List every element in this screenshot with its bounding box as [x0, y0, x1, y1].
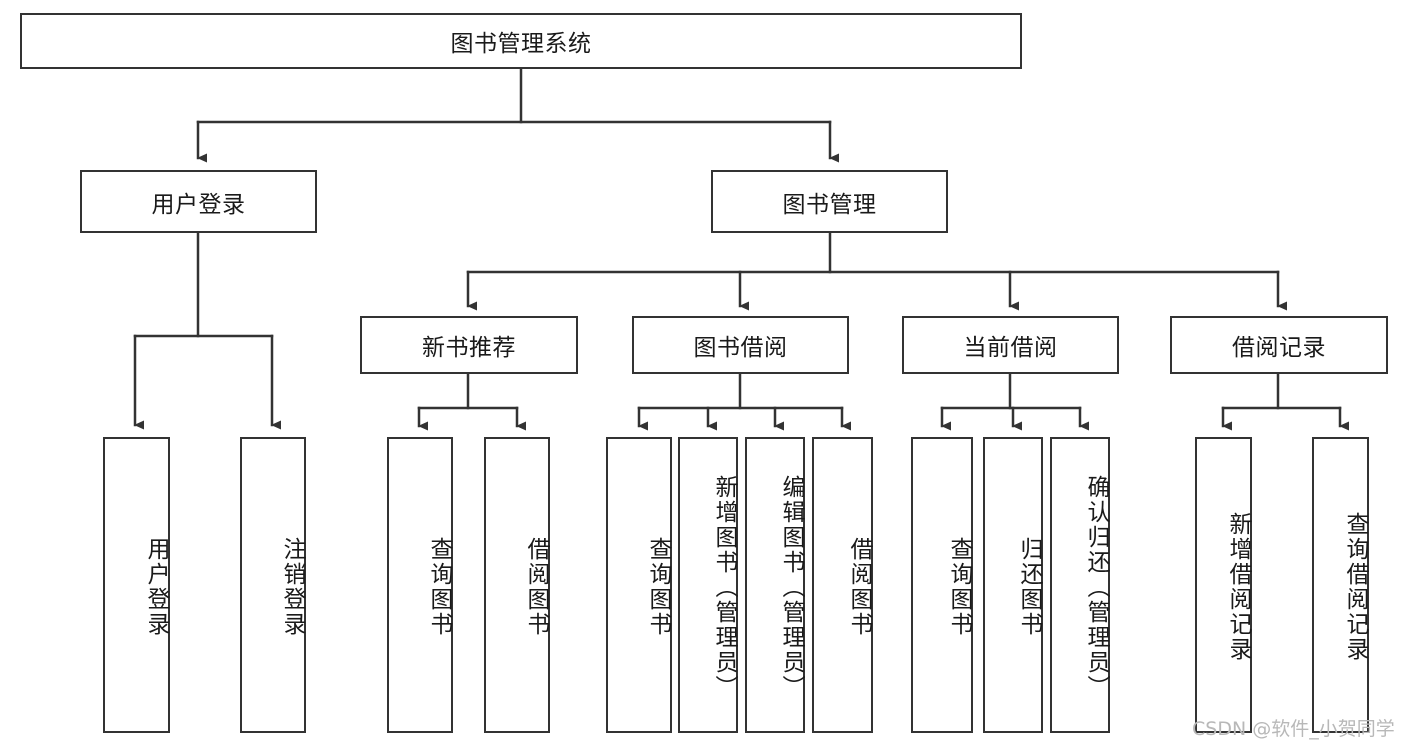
node-current-borrow-label: 当前借阅: [963, 335, 1058, 361]
node-leaf-query-record[interactable]: 查询借阅记录: [1312, 437, 1369, 733]
node-borrow-record[interactable]: 借阅记录: [1170, 316, 1388, 374]
node-leaf-add-record-label: 新增借阅记录: [1225, 512, 1251, 662]
node-leaf-query-book-new-label: 查询图书: [426, 537, 452, 637]
node-leaf-query-book-borrow[interactable]: 查询图书: [606, 437, 672, 733]
node-leaf-borrow-book-label: 借阅图书: [846, 537, 872, 637]
node-leaf-edit-book-label: 编辑图书（管理员）: [778, 474, 804, 700]
node-leaf-logout[interactable]: 注销登录: [240, 437, 306, 733]
node-leaf-query-record-label: 查询借阅记录: [1342, 512, 1368, 662]
node-root-label: 图书管理系统: [450, 31, 592, 57]
node-leaf-query-book-current[interactable]: 查询图书: [911, 437, 973, 733]
node-leaf-borrow-book-new-label: 借阅图书: [523, 537, 549, 637]
node-leaf-user-login-label: 用户登录: [143, 537, 169, 637]
node-leaf-borrow-book-new[interactable]: 借阅图书: [484, 437, 550, 733]
node-book-borrow-label: 图书借阅: [693, 335, 788, 361]
node-new-book-recommend[interactable]: 新书推荐: [360, 316, 578, 374]
node-borrow-record-label: 借阅记录: [1232, 335, 1326, 361]
node-leaf-return-book-label: 归还图书: [1016, 537, 1042, 637]
node-current-borrow[interactable]: 当前借阅: [902, 316, 1119, 374]
node-root[interactable]: 图书管理系统: [20, 13, 1022, 69]
node-leaf-query-book-current-label: 查询图书: [946, 537, 972, 637]
node-book-manage[interactable]: 图书管理: [711, 170, 948, 233]
node-leaf-user-login[interactable]: 用户登录: [103, 437, 170, 733]
node-leaf-logout-label: 注销登录: [279, 537, 305, 637]
node-leaf-add-book[interactable]: 新增图书（管理员）: [678, 437, 738, 733]
node-leaf-return-book[interactable]: 归还图书: [983, 437, 1043, 733]
node-leaf-query-book-new[interactable]: 查询图书: [387, 437, 453, 733]
node-book-manage-label: 图书管理: [782, 191, 877, 218]
node-leaf-confirm-return[interactable]: 确认归还（管理员）: [1050, 437, 1110, 733]
node-leaf-add-book-label: 新增图书（管理员）: [711, 474, 737, 700]
node-leaf-add-record[interactable]: 新增借阅记录: [1195, 437, 1252, 733]
node-leaf-borrow-book[interactable]: 借阅图书: [812, 437, 873, 733]
node-leaf-query-book-borrow-label: 查询图书: [645, 537, 671, 637]
node-new-book-recommend-label: 新书推荐: [422, 335, 516, 361]
node-user-login-label: 用户登录: [151, 191, 246, 218]
node-leaf-edit-book[interactable]: 编辑图书（管理员）: [745, 437, 805, 733]
node-book-borrow[interactable]: 图书借阅: [632, 316, 849, 374]
node-leaf-confirm-return-label: 确认归还（管理员）: [1083, 474, 1109, 700]
node-user-login[interactable]: 用户登录: [80, 170, 317, 233]
